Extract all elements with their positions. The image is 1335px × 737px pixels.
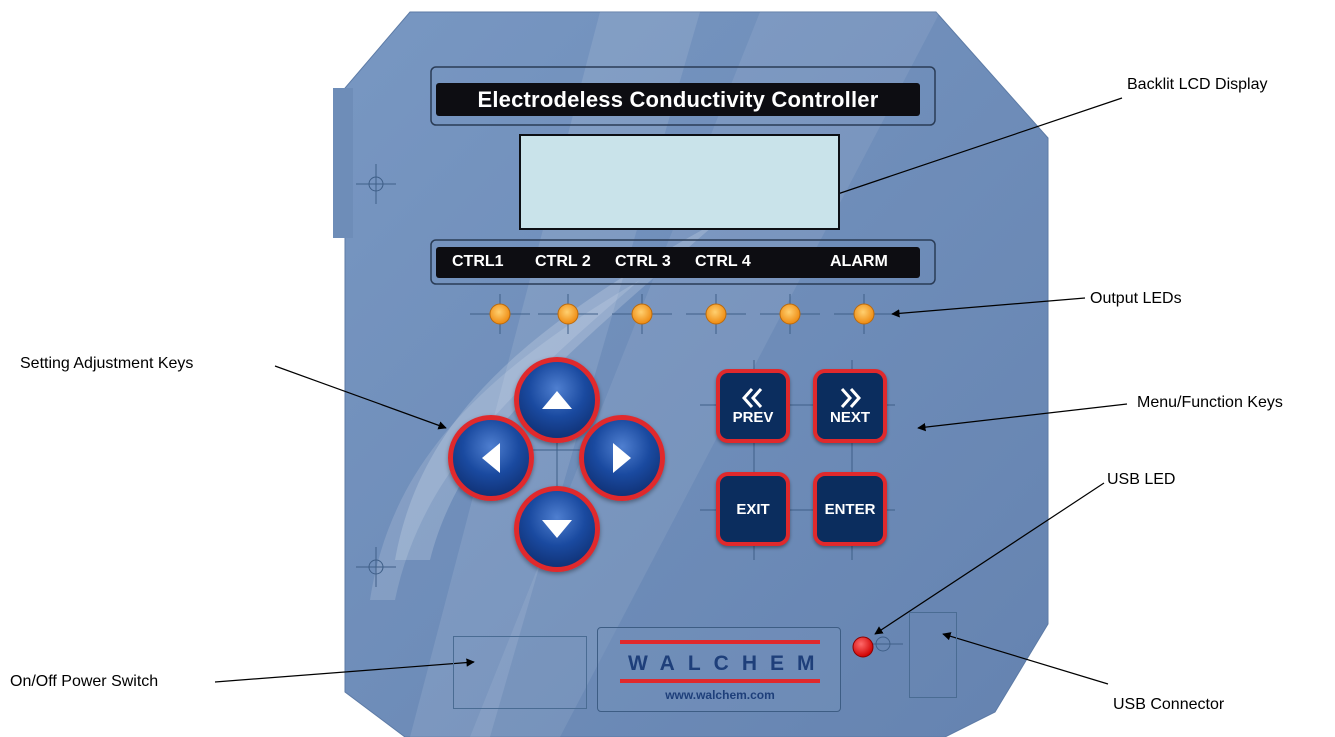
prev-key[interactable]: PREV: [716, 369, 790, 443]
led-label-ctrl4: CTRL 4: [695, 253, 751, 270]
callout-menu-keys: Menu/Function Keys: [1137, 394, 1283, 411]
down-arrow-key[interactable]: [514, 486, 600, 572]
leader-menu-keys: [917, 403, 1128, 432]
led-label-ctrl2: CTRL 2: [535, 253, 591, 270]
callout-adjust-keys: Setting Adjustment Keys: [20, 355, 194, 372]
decorative-swoosh: [370, 280, 640, 600]
callout-usb-led: USB LED: [1107, 471, 1176, 488]
callout-power-switch: On/Off Power Switch: [10, 673, 159, 690]
enclosure-notch: [333, 88, 353, 238]
double-chevron-left-icon: [742, 387, 763, 408]
logo-url: www.walchem.com: [665, 688, 775, 702]
down-arrow-icon: [542, 520, 572, 538]
enter-key[interactable]: ENTER: [813, 472, 887, 546]
decorative-swoosh: [395, 220, 720, 560]
usb-led: [852, 636, 874, 658]
output-led-1: [489, 303, 511, 325]
left-arrow-key[interactable]: [448, 415, 534, 501]
logo-bottom-line: [620, 679, 820, 683]
leader-power-switch: [214, 658, 475, 683]
right-arrow-icon: [613, 443, 631, 473]
right-arrow-key[interactable]: [579, 415, 665, 501]
callout-lcd: Backlit LCD Display: [1127, 76, 1268, 93]
next-key-label: NEXT: [829, 408, 870, 426]
leader-usb-connector: [942, 632, 1109, 685]
enter-key-label: ENTER: [824, 500, 876, 518]
output-led-2: [557, 303, 579, 325]
callout-usb-connector: USB Connector: [1113, 696, 1225, 713]
logo-brand: WALCHEM: [628, 652, 828, 675]
leader-lcd: [807, 97, 1123, 206]
exit-key-label: EXIT: [736, 500, 770, 518]
title-frame: [430, 66, 936, 126]
output-led-4: [705, 303, 727, 325]
exit-key[interactable]: EXIT: [716, 472, 790, 546]
next-key[interactable]: NEXT: [813, 369, 887, 443]
led-label-ctrl1: CTRL1: [452, 253, 504, 270]
device-title: Electrodeless Conductivity Controller: [436, 83, 920, 116]
leader-usb-led: [874, 482, 1105, 635]
callout-output-leds: Output LEDs: [1090, 290, 1182, 307]
led-label-frame: [430, 239, 936, 285]
leader-adjust-keys: [274, 365, 447, 430]
usb-connector-outline[interactable]: [909, 612, 957, 698]
up-arrow-icon: [542, 391, 572, 409]
led-label-alarm: ALARM: [830, 253, 888, 270]
prev-key-label: PREV: [732, 408, 774, 426]
up-arrow-key[interactable]: [514, 357, 600, 443]
output-led-3: [631, 303, 653, 325]
left-arrow-icon: [482, 443, 500, 473]
double-chevron-right-icon: [840, 387, 861, 408]
output-led-6: [853, 303, 875, 325]
output-led-5: [779, 303, 801, 325]
leader-output-leds: [891, 297, 1086, 318]
power-switch-outline[interactable]: [453, 636, 587, 709]
led-label-bar: [436, 247, 920, 278]
logo-top-line: [620, 640, 820, 644]
lcd-display: [519, 134, 840, 230]
leader-lines: [214, 97, 1128, 685]
registration-marks: [356, 164, 903, 652]
led-label-ctrl3: CTRL 3: [615, 253, 671, 270]
